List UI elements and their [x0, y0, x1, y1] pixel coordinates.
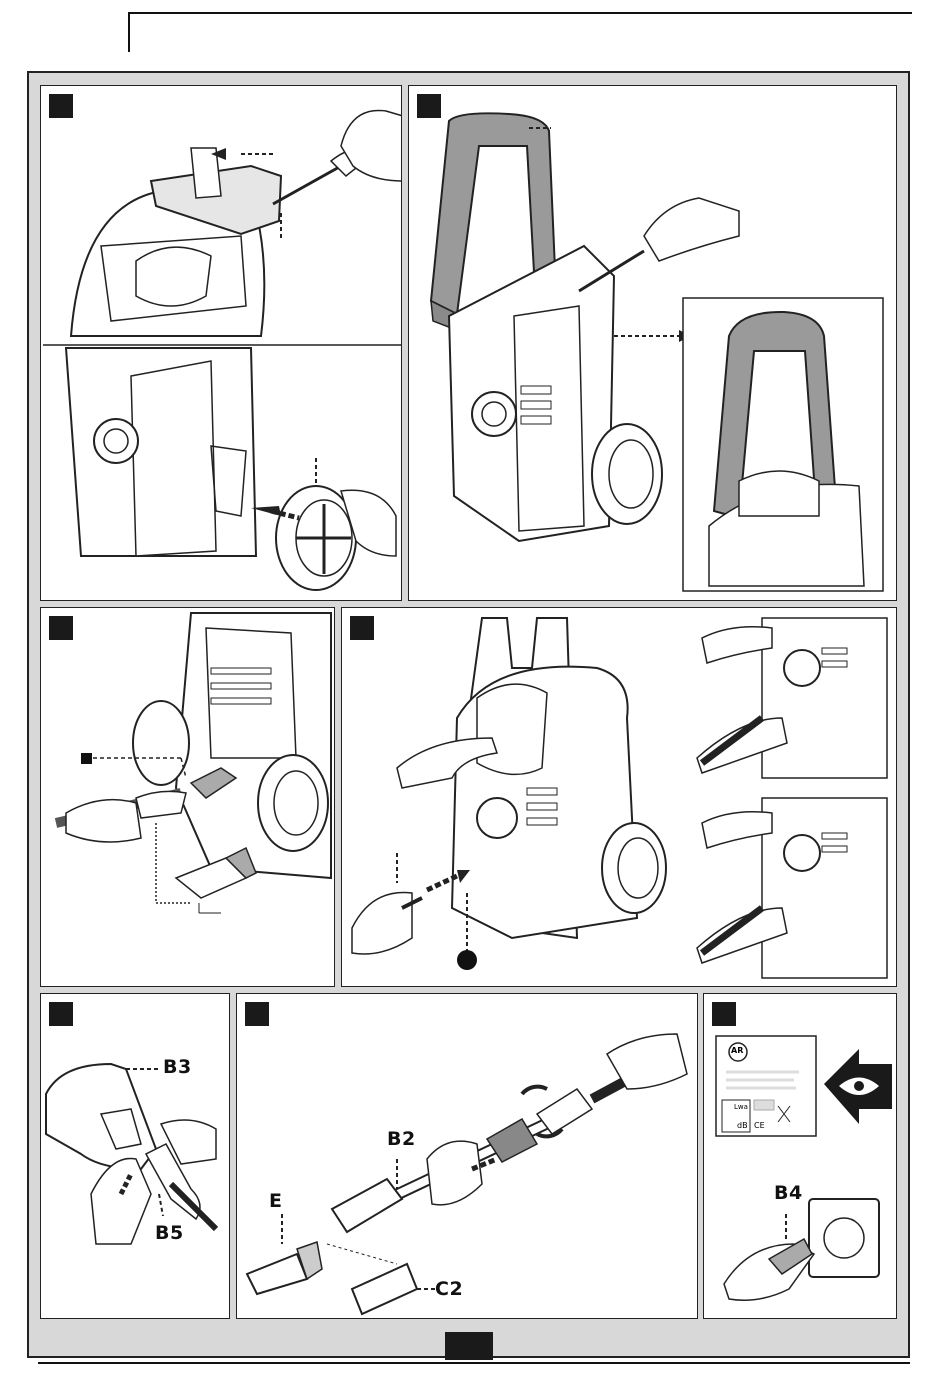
panel-rating-plate-plug: AR Lwa dB CE B4: [703, 993, 897, 1319]
outlet-connection-drawing: [41, 608, 335, 987]
handle-wheel-drawing: [41, 86, 402, 601]
inlet-connection-drawing: [342, 608, 897, 987]
callout-b2: B2: [387, 1128, 416, 1150]
rating-plate-plug-drawing: [704, 994, 897, 1319]
rating-plate-lwa: Lwa: [734, 1103, 748, 1111]
callout-e: E: [269, 1190, 282, 1212]
callout-b3: B3: [163, 1056, 192, 1078]
panel-u-handle: [408, 85, 897, 601]
callout-b4: B4: [774, 1182, 803, 1204]
lance-nozzles-drawing: [237, 994, 698, 1319]
spray-gun-drawing: [41, 994, 230, 1319]
callout-b5: B5: [155, 1222, 184, 1244]
rating-plate-db: dB: [737, 1121, 748, 1130]
panel-spray-gun: B3 B5: [40, 993, 230, 1319]
callout-c2: C2: [435, 1278, 463, 1300]
header-rule-horizontal: [128, 12, 912, 14]
panel-handle-wheel: [40, 85, 402, 601]
panel-lance-nozzles: B2 E C2: [236, 993, 698, 1319]
rating-plate-logo: AR: [731, 1046, 743, 1055]
u-handle-drawing: [409, 86, 897, 601]
header-rule-vertical: [128, 12, 130, 52]
rating-plate-ce: CE: [754, 1121, 765, 1130]
panel-inlet-connection: [341, 607, 897, 987]
footer-rule: [38, 1362, 910, 1364]
panel-outlet-connection: [40, 607, 335, 987]
page-number-tab: [445, 1332, 493, 1360]
